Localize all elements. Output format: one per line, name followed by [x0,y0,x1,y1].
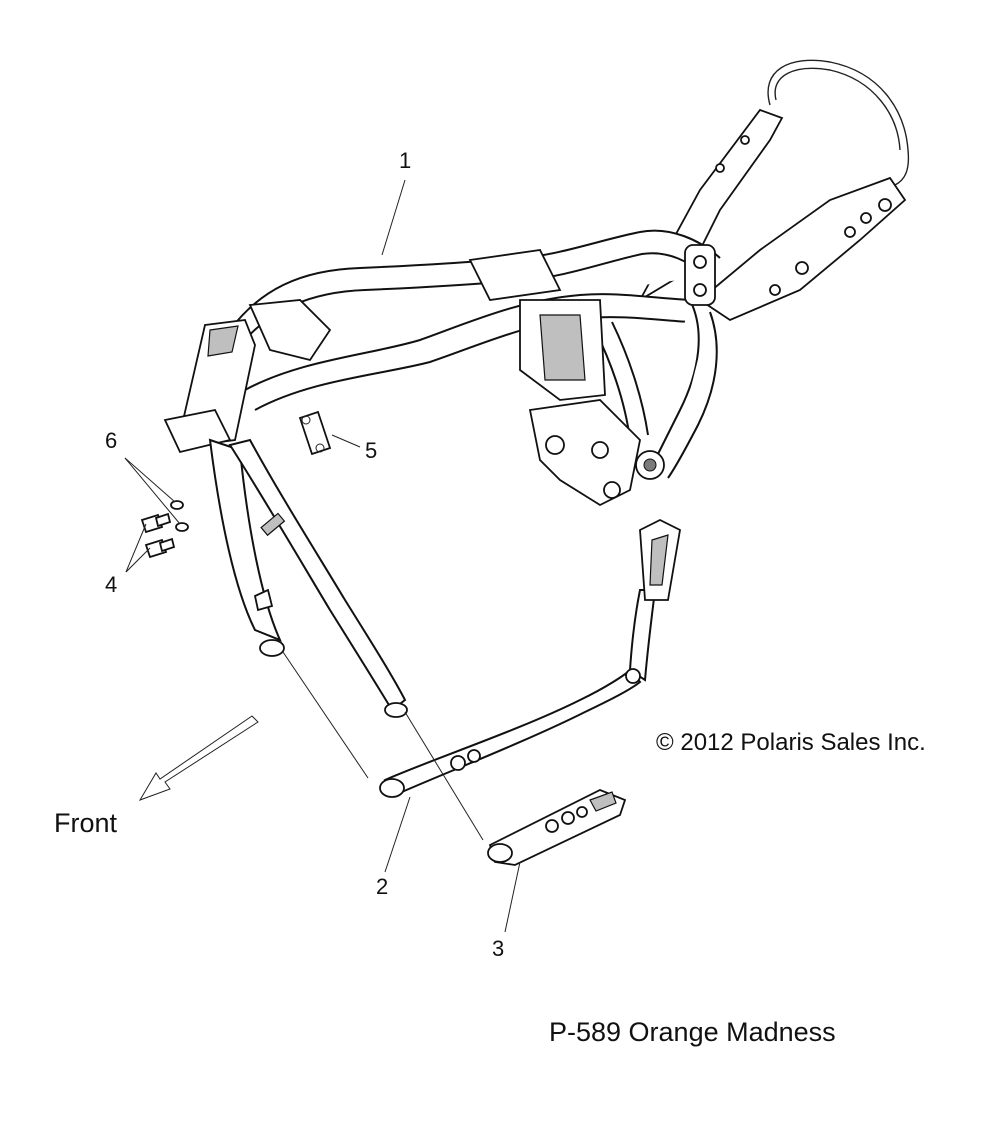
page-code: P-589 Orange Madness [549,1017,836,1047]
callout-3: 3 [492,936,504,961]
callout-1: 1 [399,148,411,173]
link-plate-part-5 [298,410,332,456]
washers-part-6 [170,500,189,532]
direction-label: Front [54,808,118,838]
front-arrow-icon [138,715,259,801]
callout-4: 4 [105,572,117,597]
rear-loop-wire [767,59,910,186]
callout-5: 5 [365,438,377,463]
bolts-part-4 [140,512,176,559]
callout-2: 2 [376,874,388,899]
leader-lines [124,179,521,933]
callout-6: 6 [105,428,117,453]
rear-fender-struts [637,108,907,322]
lower-bracket-part-3 [487,789,627,866]
main-frame [163,229,721,718]
copyright-text: © 2012 Polaris Sales Inc. [656,729,926,756]
lower-rail-part-2 [379,518,681,798]
